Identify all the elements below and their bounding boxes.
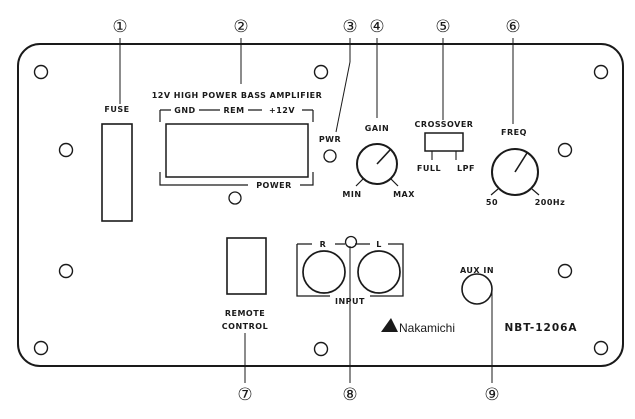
crossover-label: CROSSOVER	[415, 120, 474, 129]
mounting-holes	[33, 64, 609, 357]
pwr-label: PWR	[319, 135, 341, 144]
plus12v-label: +12V	[269, 106, 295, 115]
fuse-holder	[101, 123, 133, 222]
lpf-label: LPF	[457, 164, 475, 173]
model-number: NBT-1206A	[504, 322, 577, 334]
callout-7: ⑦	[237, 385, 252, 405]
screw-hole	[33, 340, 49, 356]
pwr-led	[323, 149, 337, 163]
callout-3: ③	[342, 17, 357, 37]
gain-knob[interactable]	[356, 143, 398, 185]
aux-in-label: AUX IN	[460, 266, 494, 275]
freq-low-label: 50	[486, 198, 498, 207]
amplifier-title: 12V HIGH POWER BASS AMPLIFIER	[152, 91, 323, 100]
freq-high-tick	[531, 188, 540, 196]
freq-label: FREQ	[501, 128, 527, 137]
rem-label: REM	[223, 106, 244, 115]
crossover-switch-body[interactable]	[424, 132, 464, 152]
input-bracket	[296, 243, 404, 297]
callout-8: ⑧	[342, 385, 357, 405]
input-label: INPUT	[335, 297, 365, 306]
callout-5: ⑤	[435, 17, 450, 37]
power-label: POWER	[256, 181, 292, 190]
terminal-bracket-top	[159, 109, 314, 122]
gain-knob-body[interactable]	[356, 143, 398, 185]
screw-hole	[313, 341, 329, 357]
aux-in-jack[interactable]	[461, 273, 493, 305]
gain-knob-pointer	[376, 149, 391, 165]
freq-high-label: 200Hz	[535, 198, 566, 207]
callout-6: ⑥	[505, 17, 520, 37]
power-terminal-block	[165, 123, 309, 178]
callout-2: ②	[233, 17, 248, 37]
freq-knob[interactable]	[491, 148, 539, 196]
gain-max-tick	[390, 178, 399, 187]
input-l-label: L	[376, 240, 382, 249]
screw-hole	[58, 263, 74, 279]
nakamichi-logo: Nakamichi	[381, 318, 455, 335]
screw-hole	[33, 64, 49, 80]
callout-4: ④	[369, 17, 384, 37]
screw-hole	[313, 64, 329, 80]
panel-outline	[17, 43, 624, 367]
terminal-bracket-bottom	[159, 172, 314, 186]
power-indicator-led	[228, 191, 242, 205]
callout-9: ⑨	[484, 385, 499, 405]
brand-name: Nakamichi	[399, 321, 455, 335]
gnd-label: GND	[174, 106, 195, 115]
leader-line	[335, 61, 351, 133]
fuse-label: FUSE	[104, 105, 129, 114]
gain-min-label: MIN	[342, 190, 361, 199]
screw-hole	[557, 263, 573, 279]
brand-logo-mark	[381, 318, 398, 332]
crossover-switch[interactable]	[424, 132, 464, 152]
remote-control-port[interactable]	[226, 237, 267, 295]
freq-knob-pointer	[514, 152, 528, 173]
input-center-indicator	[344, 235, 358, 249]
freq-knob-body[interactable]	[491, 148, 539, 196]
full-label: FULL	[417, 164, 441, 173]
screw-hole	[593, 340, 609, 356]
gain-min-tick	[355, 178, 364, 187]
rca-jack-right[interactable]	[302, 250, 346, 294]
remote-label-line1: REMOTE	[225, 309, 265, 318]
rca-jack-left[interactable]	[357, 250, 401, 294]
callout-leaders	[119, 38, 514, 383]
freq-low-tick	[490, 188, 499, 196]
gain-max-label: MAX	[393, 190, 415, 199]
screw-hole	[557, 142, 573, 158]
remote-label-line2: CONTROL	[222, 322, 268, 331]
input-r-label: R	[320, 240, 327, 249]
gain-label: GAIN	[365, 124, 389, 133]
screw-hole	[58, 142, 74, 158]
callout-1: ①	[112, 17, 127, 37]
screw-hole	[593, 64, 609, 80]
